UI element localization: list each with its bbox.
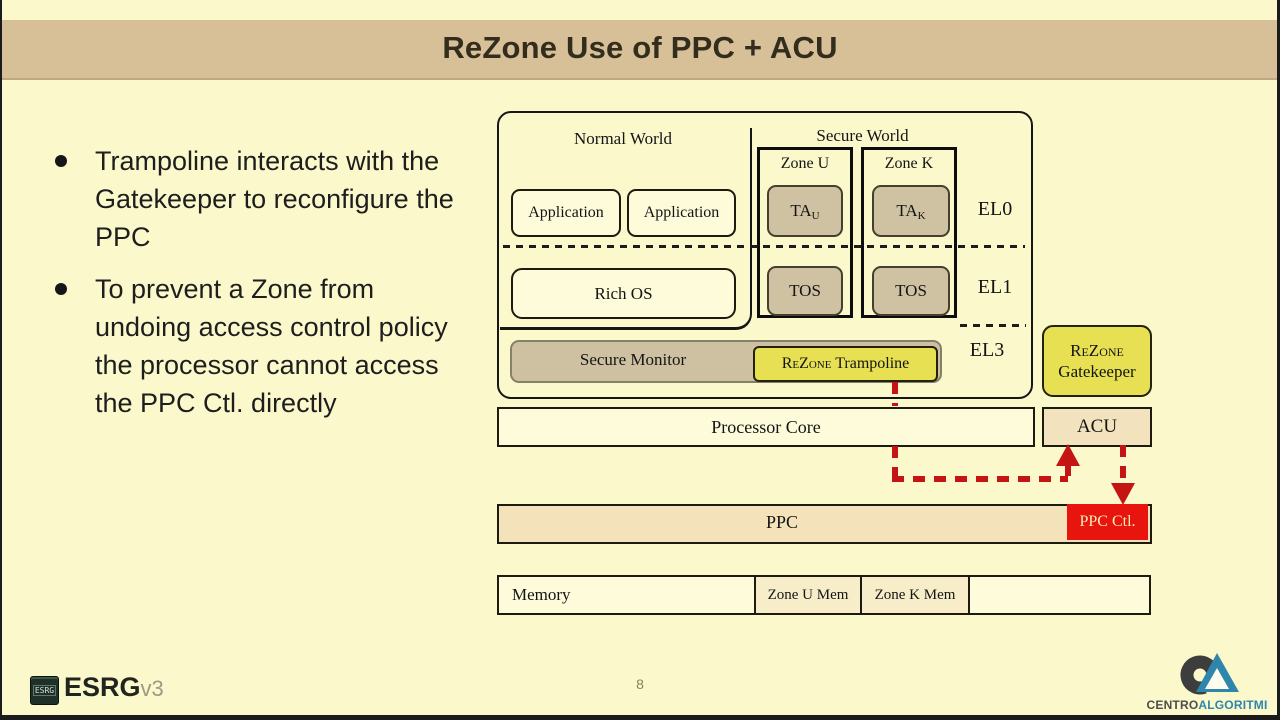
ppc-label: PPC	[765, 511, 799, 532]
tos-u-box: TOS	[767, 266, 843, 316]
el0-label: EL0	[977, 198, 1013, 220]
left-edge	[0, 0, 2, 720]
bullet-icon	[55, 155, 67, 167]
red-connector-down	[892, 446, 898, 476]
normal-world-boundary	[500, 128, 752, 330]
arrow-down-icon	[1111, 483, 1135, 505]
bullet-icon	[55, 283, 67, 295]
page-title: ReZone Use of PPC + ACU	[442, 30, 838, 65]
trustzone-outer-box	[497, 111, 1033, 399]
processor-core-box: Processor Core	[497, 407, 1035, 447]
el3-label: EL3	[969, 339, 1005, 361]
bullet-text: Trampoline interacts with the Gatekeeper…	[95, 146, 454, 252]
rich-os-box: Rich OS	[511, 268, 736, 319]
bottom-edge	[0, 715, 1280, 720]
red-connector-stub	[1065, 466, 1071, 476]
zone-k-mem-cell: Zone K Mem	[860, 577, 968, 613]
zone-u-box: Zone U	[757, 147, 853, 318]
page-number: 8	[636, 676, 644, 692]
tos-k-box: TOS	[872, 266, 950, 316]
list-item: To prevent a Zone from undoing access co…	[55, 270, 467, 422]
ta-k-box: TAK	[872, 185, 950, 237]
zone-u-mem-cell: Zone U Mem	[754, 577, 860, 613]
application-box: Application	[511, 189, 621, 237]
normal-world-label: Normal World	[574, 129, 672, 148]
application-box: Application	[627, 189, 736, 237]
title-band: ReZone Use of PPC + ACU	[0, 20, 1280, 80]
rezone-gatekeeper-box: ReZone Gatekeeper	[1042, 325, 1152, 397]
centro-algoritmi-logo-icon	[1180, 653, 1239, 695]
bullet-list: Trampoline interacts with the Gatekeeper…	[55, 142, 467, 436]
right-edge	[1277, 0, 1280, 720]
memory-empty-cell	[968, 577, 1149, 613]
rezone-trampoline-box: ReZone Trampoline	[753, 346, 938, 382]
el0-el1-dashed-line	[503, 245, 1025, 248]
secure-monitor-label: Secure Monitor	[579, 350, 687, 369]
esrg-chip-icon: ESRG	[30, 676, 59, 705]
arrow-up-icon	[1056, 444, 1080, 466]
secure-world-label: Secure World	[816, 126, 909, 145]
list-item: Trampoline interacts with the Gatekeeper…	[55, 142, 467, 256]
el1-label: EL1	[977, 276, 1013, 298]
zone-k-label: Zone K	[884, 155, 934, 172]
bullet-text: To prevent a Zone from undoing access co…	[95, 274, 448, 418]
red-connector-trampoline	[892, 382, 898, 406]
zone-u-label: Zone U	[780, 155, 830, 172]
acu-box: ACU	[1042, 407, 1152, 447]
memory-label-cell: Memory	[512, 585, 571, 604]
centro-algoritmi-label: CENTROALGORITMI	[1146, 698, 1268, 712]
ppc-bar	[497, 504, 1152, 544]
zone-k-box: Zone K	[861, 147, 957, 318]
ppc-ctl-box: PPC Ctl.	[1067, 504, 1148, 540]
red-connector-horizontal	[892, 476, 1068, 482]
red-connector-acu-ppcctl	[1120, 445, 1126, 483]
memory-bar: Memory Zone U Mem Zone K Mem	[497, 575, 1151, 615]
el1-el3-dashed-line	[960, 324, 1026, 327]
ta-u-box: TAU	[767, 185, 843, 237]
esrg-logo-text: ESRGv3	[64, 672, 164, 702]
